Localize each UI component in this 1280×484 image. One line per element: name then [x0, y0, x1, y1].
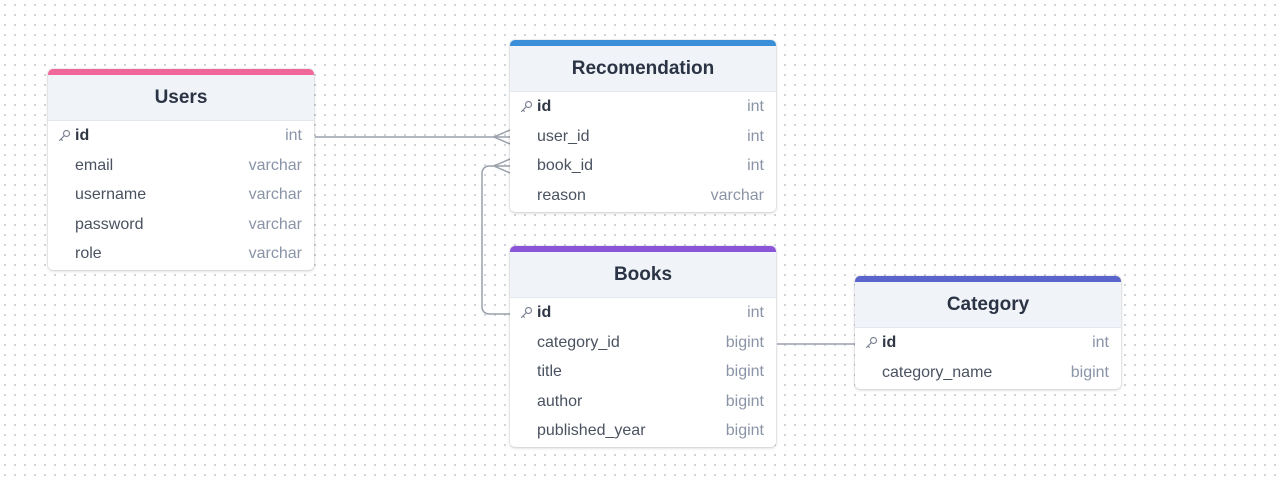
field-type: int [747, 304, 764, 321]
field-name: password [75, 215, 144, 233]
table-title[interactable]: Category [855, 282, 1121, 328]
field-type: varchar [248, 186, 302, 204]
field-row-title[interactable]: title bigint [510, 357, 776, 387]
field-type: bigint [725, 422, 764, 440]
field-type: varchar [248, 156, 302, 174]
link-books-recomendation[interactable] [481, 165, 510, 315]
field-row-user-id[interactable]: user_id int [510, 122, 776, 152]
field-name: author [537, 392, 583, 410]
field-name: username [75, 186, 147, 204]
field-name: role [75, 245, 102, 263]
table-color-bar [855, 276, 1121, 282]
field-type: bigint [725, 363, 764, 381]
table-category[interactable]: Category id int category_name bigint [855, 276, 1121, 389]
field-type: varchar [710, 186, 764, 204]
field-name: book_id [537, 157, 594, 175]
table-title[interactable]: Users [48, 75, 314, 121]
field-row-author[interactable]: author bigint [510, 387, 776, 417]
field-type: int [747, 127, 764, 145]
field-name: category_id [537, 333, 620, 351]
field-type: int [285, 127, 302, 144]
field-row-category-name[interactable]: category_name bigint [855, 358, 1121, 389]
field-name: title [537, 363, 562, 381]
field-type: bigint [1070, 363, 1109, 381]
field-name: reason [537, 186, 586, 204]
field-type: int [747, 157, 764, 175]
field-row-reason[interactable]: reason varchar [510, 181, 776, 212]
table-color-bar [510, 40, 776, 46]
table-title[interactable]: Recomendation [510, 46, 776, 92]
table-color-bar [510, 246, 776, 252]
field-name: id [537, 304, 552, 321]
key-icon [865, 328, 879, 358]
field-type: varchar [248, 245, 302, 263]
key-icon [58, 121, 72, 151]
field-name: user_id [537, 127, 590, 145]
field-name: id [75, 127, 90, 144]
field-type: varchar [248, 215, 302, 233]
field-name: published_year [537, 422, 646, 440]
field-row-published-year[interactable]: published_year bigint [510, 416, 776, 447]
table-title[interactable]: Books [510, 252, 776, 298]
field-name: email [75, 156, 114, 174]
field-type: int [747, 98, 764, 115]
table-color-bar [48, 69, 314, 75]
field-row-username[interactable]: username varchar [48, 180, 314, 210]
field-row-id[interactable]: id int [510, 298, 776, 328]
crowsfoot-book-id [492, 158, 511, 174]
key-icon [520, 298, 534, 328]
field-row-book-id[interactable]: book_id int [510, 151, 776, 181]
field-name: id [537, 98, 552, 115]
field-row-email[interactable]: email varchar [48, 151, 314, 181]
crowsfoot-user-id [492, 129, 511, 145]
field-row-role[interactable]: role varchar [48, 239, 314, 270]
field-row-category-id[interactable]: category_id bigint [510, 328, 776, 358]
field-type: bigint [725, 333, 764, 351]
field-type: int [1092, 334, 1109, 351]
field-row-id[interactable]: id int [510, 92, 776, 122]
key-icon [520, 92, 534, 122]
field-type: bigint [725, 392, 764, 410]
field-row-id[interactable]: id int [48, 121, 314, 151]
field-name: id [882, 334, 897, 351]
field-name: category_name [882, 363, 993, 381]
field-row-id[interactable]: id int [855, 328, 1121, 358]
field-row-password[interactable]: password varchar [48, 210, 314, 240]
